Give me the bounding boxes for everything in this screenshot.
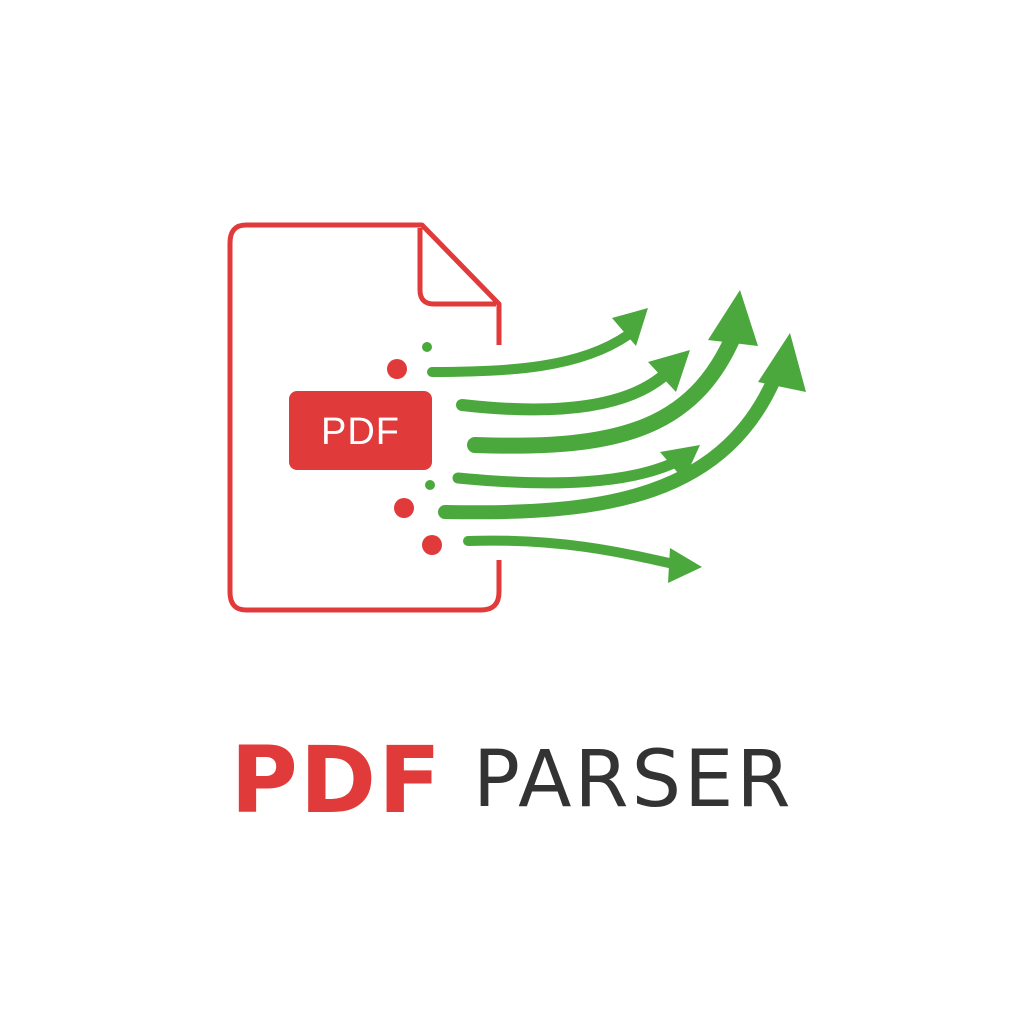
arrow-head	[668, 548, 702, 583]
wordmark-secondary: PARSER	[473, 735, 794, 825]
arrow-head	[660, 445, 700, 480]
particle-dot	[422, 342, 432, 352]
pdf-badge-text: PDF	[321, 411, 400, 453]
flow-arrow	[438, 358, 787, 520]
particle-dot	[425, 480, 435, 490]
wordmark-primary: PDF	[230, 726, 444, 834]
flow-arrow	[427, 330, 633, 377]
pdf-document-icon: PDF	[227, 222, 506, 613]
pdf-badge	[289, 391, 432, 470]
particle-dot	[394, 498, 414, 518]
arrow-head	[648, 350, 690, 392]
flow-arrow	[452, 454, 686, 489]
arrow-heads	[612, 290, 806, 583]
particles	[387, 342, 442, 555]
data-flow-arrows-icon	[427, 312, 787, 570]
particle-dot	[387, 359, 407, 379]
arrow-head	[612, 308, 648, 346]
flow-arrow	[456, 364, 676, 416]
arrow-head	[758, 333, 806, 392]
flow-arrow	[463, 535, 683, 570]
logo-graphic: PDF	[227, 222, 806, 613]
document-fold	[417, 228, 496, 307]
particle-dot	[422, 535, 442, 555]
wordmark: PDF PARSER	[0, 720, 1024, 840]
arrow-head	[708, 290, 758, 346]
flow-arrow	[467, 312, 748, 454]
document-outline	[227, 222, 502, 613]
